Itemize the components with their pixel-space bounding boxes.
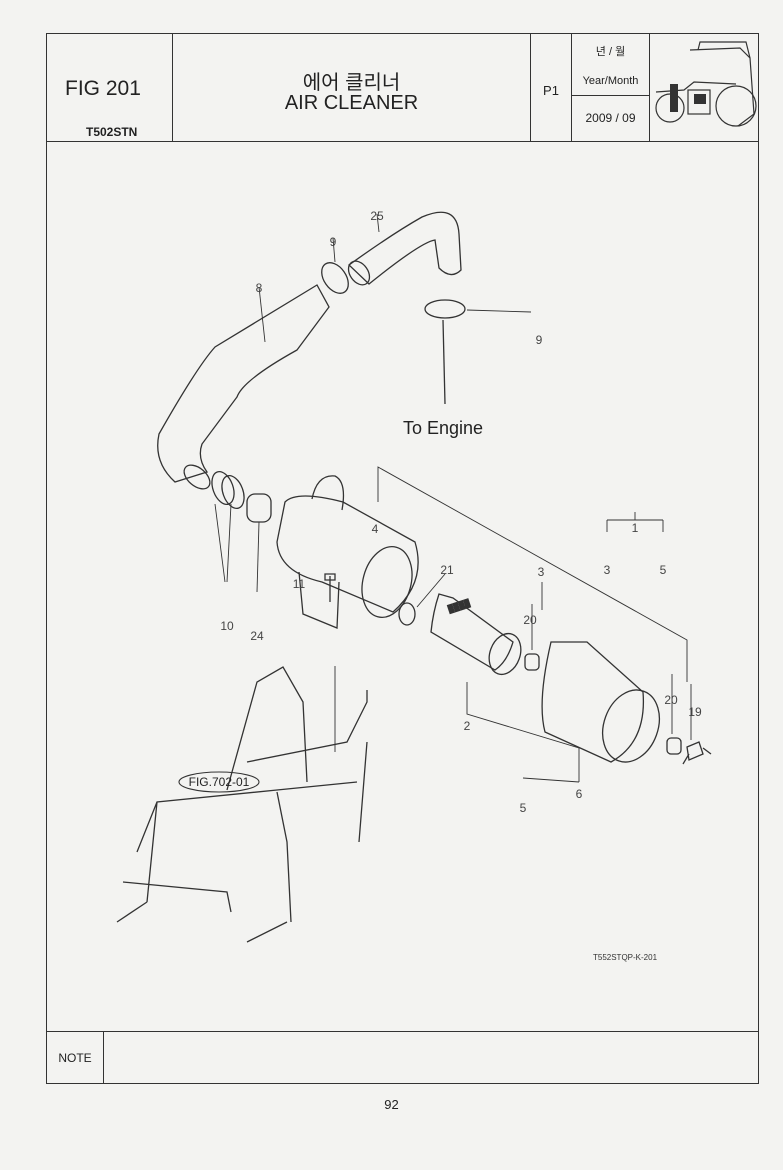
page-frame: FIG 201 T502STN 에어 클리너 AIR CLEANER P1 년 … — [46, 33, 759, 1084]
cover-end — [601, 689, 661, 763]
pipe-end — [183, 464, 211, 490]
figure-number: FIG 201 — [65, 77, 141, 100]
outer-element-2 — [430, 593, 514, 671]
callout-2: 2 — [464, 719, 471, 733]
adapter-24 — [246, 493, 272, 523]
callout-6: 6 — [576, 787, 583, 801]
year-month-value: 2009 / 09 — [585, 111, 636, 125]
callout-9-top: 9 — [330, 235, 337, 249]
leader-24 — [256, 521, 260, 593]
leader-2-6-group — [466, 682, 580, 783]
housing-4 — [276, 495, 419, 613]
callout-4: 4 — [372, 522, 379, 536]
clamp-10-b — [221, 475, 245, 509]
fig-cell: FIG 201 T502STN — [47, 34, 173, 141]
leader-8 — [258, 286, 266, 343]
callout-1-5: 5 — [660, 563, 667, 577]
callout-11: 11 — [293, 577, 306, 591]
tractor-icon — [655, 41, 757, 127]
callout-10: 10 — [220, 619, 234, 633]
model-code: T502STN — [86, 125, 138, 139]
callout-20-lower: 20 — [664, 693, 678, 707]
callout-1-3: 3 — [604, 563, 611, 577]
page-number: 92 — [384, 1097, 399, 1112]
nut-20-lower — [666, 737, 682, 755]
elbow-hose-25 — [347, 211, 462, 285]
callout-1: 1 — [632, 521, 639, 535]
leader-4-assembly — [377, 466, 688, 682]
leader-10 — [214, 503, 232, 583]
clamp-10-a — [211, 471, 235, 505]
housing-bracket — [298, 571, 340, 629]
bolt-11 — [324, 573, 336, 602]
callout-3: 3 — [538, 565, 545, 579]
drawing-code: T552STQP-K-201 — [593, 953, 658, 962]
page-code: P1 — [543, 83, 559, 98]
callout-8: 8 — [256, 281, 263, 295]
filter-marking: ████ — [447, 597, 472, 615]
note-label: NOTE — [47, 1032, 104, 1083]
exploded-parts-diagram: ████ 25 9 8 9 4 21 3 1 3 5 11 20 10 24 2… — [116, 209, 712, 962]
callout-21: 21 — [440, 563, 454, 577]
year-month-cell: 년 / 월 Year/Month 2009 / 09 — [572, 34, 650, 141]
cover-6 — [541, 641, 645, 763]
leader-9-top — [332, 237, 336, 263]
outer-element-end — [488, 632, 522, 676]
to-engine-label: To Engine — [403, 418, 483, 438]
year-month-label: Year/Month — [582, 75, 639, 87]
callout-5: 5 — [520, 801, 527, 815]
support-frame — [116, 666, 368, 943]
title-block: FIG 201 T502STN 에어 클리너 AIR CLEANER P1 년 … — [47, 34, 758, 142]
title-cell: 에어 클리너 AIR CLEANER — [173, 34, 531, 141]
leader-1-group — [606, 512, 664, 532]
leader-21 — [416, 573, 446, 608]
title-korean: 에어 클리너 — [302, 72, 401, 94]
wing-nut-19 — [682, 741, 712, 765]
callout-25: 25 — [370, 209, 384, 223]
arrow-to-engine — [442, 319, 446, 405]
callout-24: 24 — [250, 629, 264, 643]
tractor-icon-cell — [650, 34, 758, 141]
housing-opening — [361, 546, 413, 618]
fig-ref-label: FIG.702-01 — [189, 775, 250, 789]
seal-21 — [398, 602, 416, 626]
title-english: AIR CLEANER — [284, 92, 419, 114]
housing-inlet — [311, 475, 345, 511]
callout-9-right: 9 — [536, 333, 543, 347]
hose-end — [347, 260, 371, 286]
fig-ref-oval — [178, 771, 260, 793]
leader-9-right — [466, 309, 532, 313]
leader-25 — [376, 213, 380, 233]
nut-20-upper — [524, 653, 540, 671]
year-month-korean: 년 / 월 — [595, 46, 626, 58]
note-row: NOTE — [47, 1031, 758, 1083]
intake-pipe-8 — [157, 284, 330, 483]
callout-20-upper: 20 — [523, 613, 537, 627]
hose-clamp-9-right — [424, 299, 466, 319]
hose-clamp-9-upper — [321, 262, 349, 294]
callout-19: 19 — [688, 705, 702, 719]
divider — [572, 95, 649, 96]
page-code-cell: P1 — [531, 34, 572, 141]
